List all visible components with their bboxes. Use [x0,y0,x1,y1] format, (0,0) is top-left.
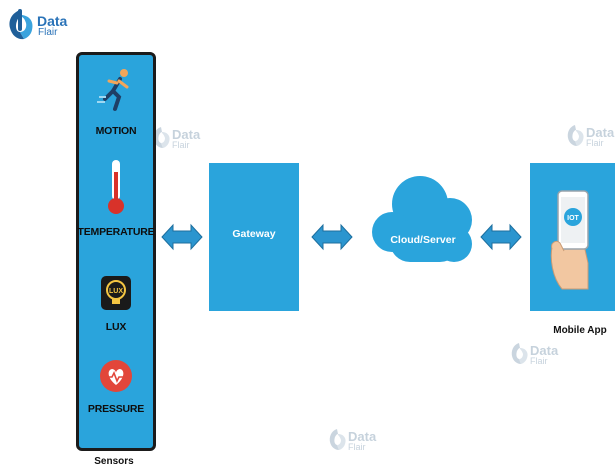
phone-screen-text: IOT [567,215,579,222]
sensor-label-pressure: PRESSURE [87,403,145,415]
heart-pressure-icon [100,360,132,392]
sensor-label-lux: LUX [105,321,127,333]
bidirectional-arrow-icon [311,223,353,251]
mobile-app-caption: Mobile App [553,325,607,336]
gateway-block: Gateway [209,163,299,311]
sensor-label-motion: MOTION [95,125,137,137]
brand-name-line2: Flair [38,27,58,38]
bidirectional-arrow-icon [161,223,203,251]
brand-name-line1: Data [37,13,68,29]
gateway-label: Gateway [232,228,276,240]
sensors-panel: MOTION TEMPERATURE LUX LUX PRESSURE [76,52,156,451]
lux-bulb-icon: LUX [101,276,131,310]
mobile-app-block: IOT [530,163,615,311]
sensors-caption: Sensors [94,456,134,467]
dataflair-logo: Data Flair [6,8,68,48]
hand-holding-phone-icon: IOT [550,190,589,290]
cloud-server-label: Cloud/Server [390,234,456,246]
cloud-icon [372,176,472,262]
thermometer-icon [108,160,124,214]
running-person-icon [97,69,129,111]
sensor-label-temperature: TEMPERATURE [77,226,155,238]
dataflair-logo-mark [9,9,33,40]
lux-badge-text: LUX [109,288,123,295]
bidirectional-arrow-icon [480,223,522,251]
